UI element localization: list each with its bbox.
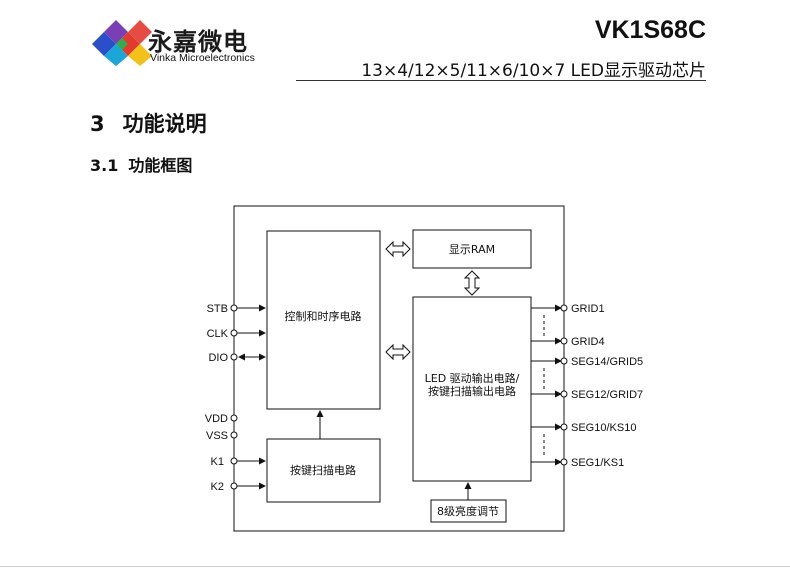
pin-vdd: VDD [205,413,238,425]
pin-label-grid1: GRID1 [571,303,605,315]
subsection-title: 功能框图 [128,156,193,175]
pin-label-seg14-grid5: SEG14/GRID5 [571,356,643,368]
pin-seg12-grid7: SEG12/GRID7 [531,389,643,401]
model-number: VK1S68C [594,16,706,44]
pin-seg1-ks1: SEG1/KS1 [531,457,624,469]
section-number: 3 [90,112,105,136]
control-timing-label: 控制和时序电路 [285,309,362,323]
bus-arrow-control-ram [385,240,411,258]
pin-label-k2: K2 [211,481,224,493]
pin-label-vdd: VDD [205,413,228,425]
pin-label-clk: CLK [207,328,229,340]
subsection-heading: 3.1 功能框图 [90,152,192,176]
bus-arrow-ram-driver [463,270,481,296]
pin-k2: K2 [211,481,266,493]
header-rule [296,80,706,81]
pin-seg10-ks10: SEG10/KS10 [531,422,636,434]
control-timing-block [266,230,381,410]
pin-grid4: GRID4 [531,336,605,348]
pin-clk: CLK [207,328,266,340]
pin-label-seg1-ks1: SEG1/KS1 [571,457,624,469]
display-ram-block [412,229,532,269]
product-subtitle: 13×4/12×5/11×6/10×7 LED显示驱动芯片 [361,61,706,81]
led-driver-block [412,296,532,482]
display-ram-label: 显示RAM [449,243,495,256]
pin-seg14-grid5: SEG14/GRID5 [531,356,643,368]
chip-outline [233,205,565,532]
pin-stb: STB [207,303,266,315]
company-name-en: Vinka Microelectronics [150,52,255,64]
pin-label-seg10-ks10: SEG10/KS10 [571,422,636,434]
key-scan-label: 按键扫描电路 [290,463,356,477]
pin-grid1: GRID1 [531,303,605,315]
led-driver-label-2: 按键扫描输出电路 [428,384,516,398]
company-logo [92,20,152,66]
section-heading: 3 功能说明 [90,108,207,138]
logo-diamonds-icon [92,20,152,66]
pin-label-grid4: GRID4 [571,336,605,348]
led-driver-label-1: LED 驱动输出电路/ [425,371,520,385]
pin-vss: VSS [206,430,238,442]
page-bottom-rule [0,566,790,567]
pin-label-seg12-grid7: SEG12/GRID7 [571,389,643,401]
subsection-number: 3.1 [90,156,119,175]
pin-label-k1: K1 [211,456,224,468]
brightness-label: 8级亮度调节 [437,504,499,518]
pin-label-vss: VSS [206,430,228,442]
pin-k1: K1 [211,456,266,468]
key-scan-block [266,438,381,503]
pin-dio: DIO [208,352,266,364]
pin-label-dio: DIO [208,352,228,364]
bus-arrow-control-driver [385,343,411,361]
company-name-cn: 永嘉微电 [148,28,248,56]
pin-label-stb: STB [207,303,228,315]
section-title: 功能说明 [122,112,207,136]
